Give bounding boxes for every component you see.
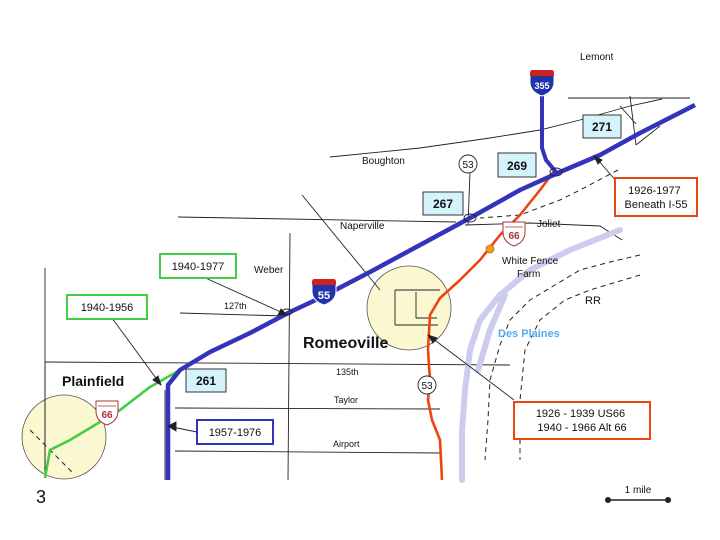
us66-shield-plainfield-icon: 66 xyxy=(95,400,119,426)
label-romeoville: Romeoville xyxy=(303,335,388,352)
i355-shield-icon: 355 xyxy=(529,69,555,97)
scale-bar: 1 mile xyxy=(605,485,671,503)
local-roads xyxy=(44,95,690,481)
exit-261-label: 261 xyxy=(196,374,216,388)
route53-south-number: 53 xyxy=(421,381,433,392)
exit-267-box: 267 xyxy=(422,191,464,216)
callout-route-history: 1926 - 1939 US66 1940 - 1966 Alt 66 xyxy=(513,401,651,440)
callout-green-1940-1977: 1940-1977 xyxy=(159,253,237,279)
label-airport: Airport xyxy=(333,439,360,449)
callout-arrows xyxy=(111,154,618,433)
callout-green-1940-1956-text: 1940-1956 xyxy=(81,302,134,314)
exit-269-box: 269 xyxy=(497,152,537,178)
route53-north-number: 53 xyxy=(462,160,474,171)
des-plaines-river xyxy=(459,227,623,483)
label-des-plaines: Des Plaines xyxy=(498,328,560,340)
green-route-1940-1977 xyxy=(43,368,181,479)
label-boughton: Boughton xyxy=(362,156,405,167)
label-rr: RR xyxy=(585,295,601,307)
label-white-fence-farm: White Fence Farm xyxy=(502,256,561,280)
interstate-355 xyxy=(540,95,558,174)
i55-shield-icon: 55 xyxy=(311,278,337,306)
exit-271-box: 271 xyxy=(582,114,622,139)
us66-shield-joliet-number: 66 xyxy=(508,231,520,242)
exit-269-label: 269 xyxy=(507,159,527,173)
interstate-55 xyxy=(165,102,697,480)
label-taylor: Taylor xyxy=(334,395,358,405)
callout-beneath-i55-text: 1926-1977 Beneath I-55 xyxy=(625,185,688,211)
callout-green-1940-1977-text: 1940-1977 xyxy=(172,261,225,273)
label-weber: Weber xyxy=(254,265,284,276)
exit-267-label: 267 xyxy=(433,197,453,211)
route53-north-shield-icon: 53 xyxy=(458,154,478,174)
white-fence-farm-dot xyxy=(485,244,495,254)
page-number: 3 xyxy=(36,487,46,507)
label-naperville: Naperville xyxy=(340,221,385,232)
callout-route-history-text: 1926 - 1939 US66 1940 - 1966 Alt 66 xyxy=(536,408,628,434)
i355-shield-number: 355 xyxy=(534,81,549,91)
exit-261-box: 261 xyxy=(185,368,227,393)
scale-bar-label: 1 mile xyxy=(625,485,652,496)
label-lemont: Lemont xyxy=(580,52,614,63)
callout-blue-1957-1976: 1957-1976 xyxy=(196,419,274,445)
label-135th: 135th xyxy=(336,367,359,377)
callout-beneath-i55: 1926-1977 Beneath I-55 xyxy=(614,177,698,217)
callout-green-1940-1956: 1940-1956 xyxy=(66,294,148,320)
i55-shield-number: 55 xyxy=(318,290,330,302)
us66-shield-plainfield-number: 66 xyxy=(101,410,113,421)
old-us66-route xyxy=(426,169,557,481)
route53-south-shield-icon: 53 xyxy=(417,375,437,395)
label-127th: 127th xyxy=(224,301,247,311)
callout-blue-1957-1976-text: 1957-1976 xyxy=(209,427,262,439)
label-plainfield: Plainfield xyxy=(62,373,124,389)
label-joliet: Joliet xyxy=(537,219,561,230)
us66-shield-joliet-icon: 66 xyxy=(502,221,526,247)
plainfield-highlight-circle xyxy=(21,394,107,480)
exit-271-label: 271 xyxy=(592,120,612,134)
